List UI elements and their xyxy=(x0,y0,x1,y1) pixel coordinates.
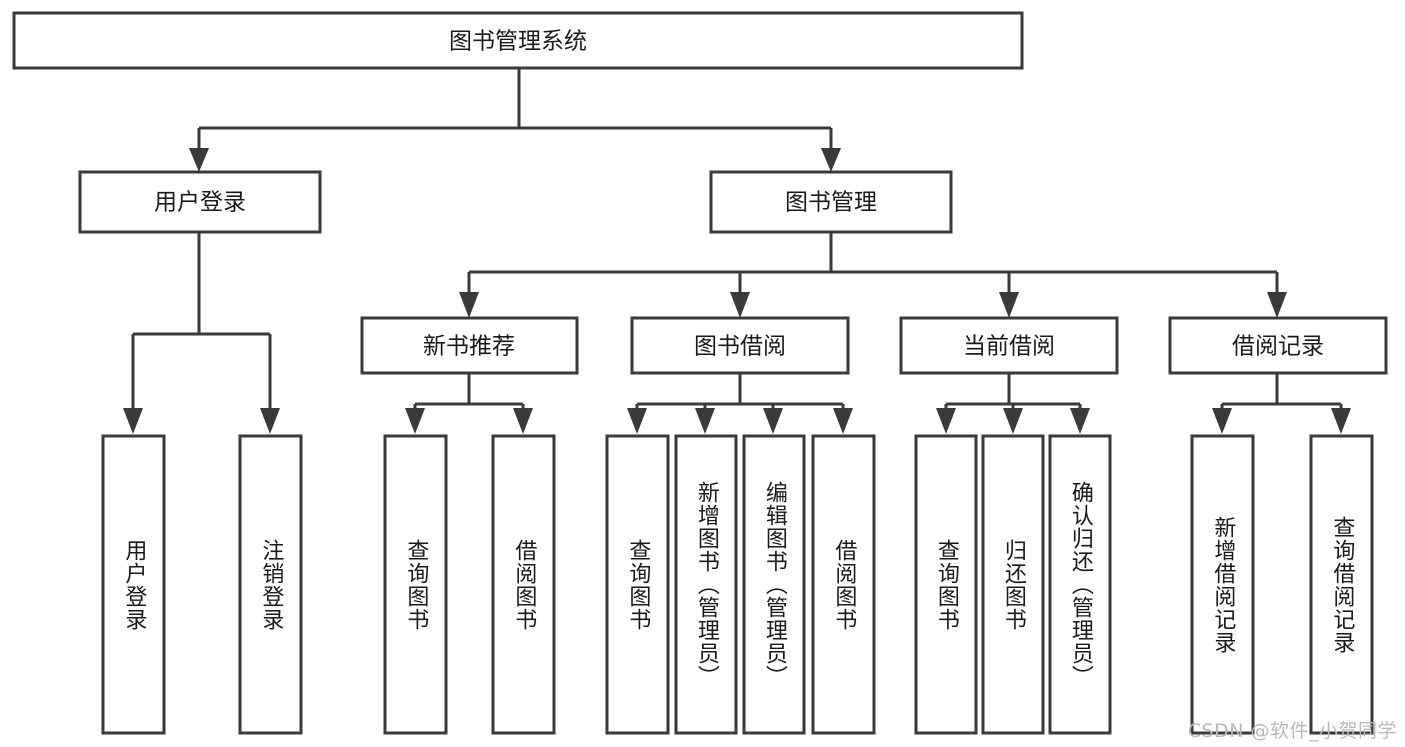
node-leaf-edit-book-admin-label: 编辑图书（管理员） xyxy=(761,481,787,688)
node-leaf-query-borrow-record-box[interactable] xyxy=(1309,434,1374,735)
node-leaf-confirm-return-admin-box[interactable] xyxy=(1048,434,1112,735)
node-book-manage-box[interactable] xyxy=(709,170,953,234)
node-leaf-borrow-book-label: 借阅图书 xyxy=(831,538,857,631)
node-user-login[interactable]: 用户登录 xyxy=(78,170,322,234)
node-leaf-add-borrow-record[interactable]: 新增借阅记录 xyxy=(1190,434,1255,735)
node-leaf-confirm-return-admin[interactable]: 确认归还（管理员） xyxy=(1048,434,1112,735)
arrow-new-book-recommend xyxy=(459,292,479,318)
node-leaf-edit-book-admin-box[interactable] xyxy=(742,434,806,735)
arrow-leaf-query-borrow-record xyxy=(1331,408,1351,434)
node-leaf-query-book-rec-box[interactable] xyxy=(383,434,448,735)
arrow-current-borrow xyxy=(999,292,1019,318)
arrow-leaf-query-book-rec xyxy=(405,408,425,434)
node-leaf-borrow-book[interactable]: 借阅图书 xyxy=(811,434,876,735)
arrow-user-login xyxy=(189,148,209,172)
node-book-manage[interactable]: 图书管理 xyxy=(709,170,953,234)
node-borrow-record-label: 借阅记录 xyxy=(1232,334,1324,360)
arrow-leaf-confirm-return-admin xyxy=(1070,408,1090,434)
arrow-leaf-user-logout xyxy=(260,408,280,434)
arrow-leaf-add-borrow-record xyxy=(1212,408,1232,434)
node-leaf-return-book[interactable]: 归还图书 xyxy=(981,434,1045,735)
node-leaf-user-login-box[interactable] xyxy=(101,434,166,735)
arrow-leaf-edit-book-admin xyxy=(763,408,783,434)
node-leaf-borrow-book-box[interactable] xyxy=(811,434,876,735)
node-leaf-user-logout-label: 注销登录 xyxy=(258,538,284,631)
node-leaf-user-logout-box[interactable] xyxy=(238,434,303,735)
node-leaf-borrow-book-rec-label: 借阅图书 xyxy=(511,538,537,631)
node-new-book-recommend-box[interactable] xyxy=(360,316,579,375)
node-book-borrow-label: 图书借阅 xyxy=(694,334,786,360)
node-leaf-confirm-return-admin-label: 确认归还（管理员） xyxy=(1067,481,1093,688)
node-leaf-query-book-borrow-box[interactable] xyxy=(605,434,670,735)
node-leaf-add-book-admin-box[interactable] xyxy=(674,434,738,735)
node-leaf-edit-book-admin[interactable]: 编辑图书（管理员） xyxy=(742,434,806,735)
node-leaf-query-book-current[interactable]: 查询图书 xyxy=(914,434,978,735)
node-leaf-query-book-borrow[interactable]: 查询图书 xyxy=(605,434,670,735)
arrow-leaf-query-book-current xyxy=(936,408,956,434)
arrow-borrow-record xyxy=(1267,292,1287,318)
node-leaf-query-book-current-label: 查询图书 xyxy=(933,538,959,631)
node-new-book-recommend-label: 新书推荐 xyxy=(423,334,515,360)
node-leaf-user-login-label: 用户登录 xyxy=(121,538,147,631)
arrow-book-borrow xyxy=(730,292,750,318)
node-leaf-query-borrow-record[interactable]: 查询借阅记录 xyxy=(1309,434,1374,735)
node-leaf-add-book-admin[interactable]: 新增图书（管理员） xyxy=(674,434,738,735)
node-current-borrow[interactable]: 当前借阅 xyxy=(899,316,1119,375)
arrow-leaf-borrow-book xyxy=(833,408,853,434)
node-root-label: 图书管理系统 xyxy=(449,29,587,55)
node-leaf-add-borrow-record-label: 新增借阅记录 xyxy=(1210,515,1236,654)
node-book-borrow-box[interactable] xyxy=(630,316,850,375)
connector-layer xyxy=(123,68,1351,434)
node-leaf-add-borrow-record-box[interactable] xyxy=(1190,434,1255,735)
node-leaf-query-book-borrow-label: 查询图书 xyxy=(625,538,651,631)
node-leaf-query-borrow-record-label: 查询借阅记录 xyxy=(1329,515,1355,654)
node-borrow-record-box[interactable] xyxy=(1168,316,1388,375)
node-leaf-query-book-current-box[interactable] xyxy=(914,434,978,735)
arrow-leaf-add-book-admin xyxy=(695,408,715,434)
arrow-book-manage xyxy=(821,148,841,172)
node-leaf-user-login[interactable]: 用户登录 xyxy=(101,434,166,735)
node-user-login-label: 用户登录 xyxy=(154,190,246,216)
node-book-borrow[interactable]: 图书借阅 xyxy=(630,316,850,375)
node-leaf-query-book-rec-label: 查询图书 xyxy=(403,538,429,631)
arrow-leaf-query-book-borrow xyxy=(627,408,647,434)
node-current-borrow-box[interactable] xyxy=(899,316,1119,375)
arrow-leaf-return-book xyxy=(1003,408,1023,434)
node-borrow-record[interactable]: 借阅记录 xyxy=(1168,316,1388,375)
node-leaf-user-logout[interactable]: 注销登录 xyxy=(238,434,303,735)
node-leaf-borrow-book-rec-box[interactable] xyxy=(491,434,556,735)
node-leaf-borrow-book-rec[interactable]: 借阅图书 xyxy=(491,434,556,735)
node-root[interactable]: 图书管理系统 xyxy=(12,11,1024,70)
node-current-borrow-label: 当前借阅 xyxy=(963,334,1055,360)
node-user-login-box[interactable] xyxy=(78,170,322,234)
arrow-leaf-user-login xyxy=(123,408,143,434)
node-leaf-add-book-admin-label: 新增图书（管理员） xyxy=(693,481,719,688)
node-leaf-query-book-rec[interactable]: 查询图书 xyxy=(383,434,448,735)
node-new-book-recommend[interactable]: 新书推荐 xyxy=(360,316,579,375)
node-leaf-return-book-label: 归还图书 xyxy=(1000,538,1026,631)
node-leaf-return-book-box[interactable] xyxy=(981,434,1045,735)
arrow-leaf-borrow-book-rec xyxy=(513,408,533,434)
node-book-manage-label: 图书管理 xyxy=(785,190,877,216)
node-root-box[interactable] xyxy=(12,11,1024,70)
